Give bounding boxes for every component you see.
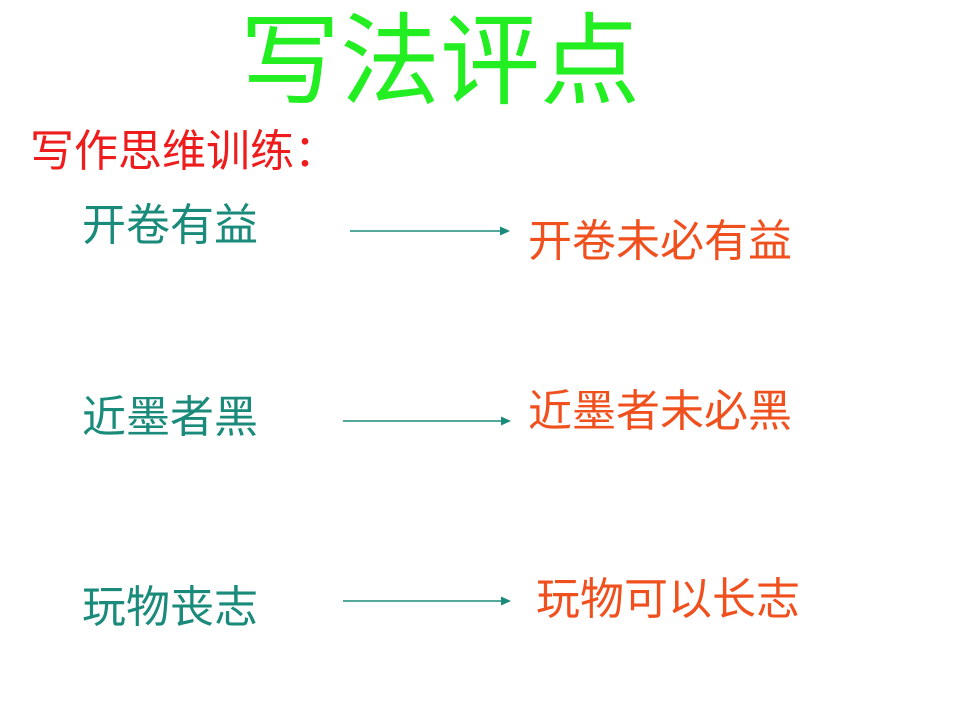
idiom-rewritten-3: 玩物可以长志 [536,574,800,625]
section-heading: 写作思维训练： [30,126,338,177]
arrow-right-icon [343,595,513,607]
arrow-right-icon [343,415,513,427]
arrow-right-icon [350,225,512,237]
idiom-rewritten-2: 近墨者未必黑 [528,386,792,437]
slide-title: 写法评点 [240,3,640,120]
idiom-original-3: 玩物丧志 [82,582,258,633]
idiom-rewritten-1: 开卷未必有益 [528,216,792,267]
idiom-original-1: 开卷有益 [82,200,258,251]
idiom-original-2: 近墨者黑 [82,392,258,443]
